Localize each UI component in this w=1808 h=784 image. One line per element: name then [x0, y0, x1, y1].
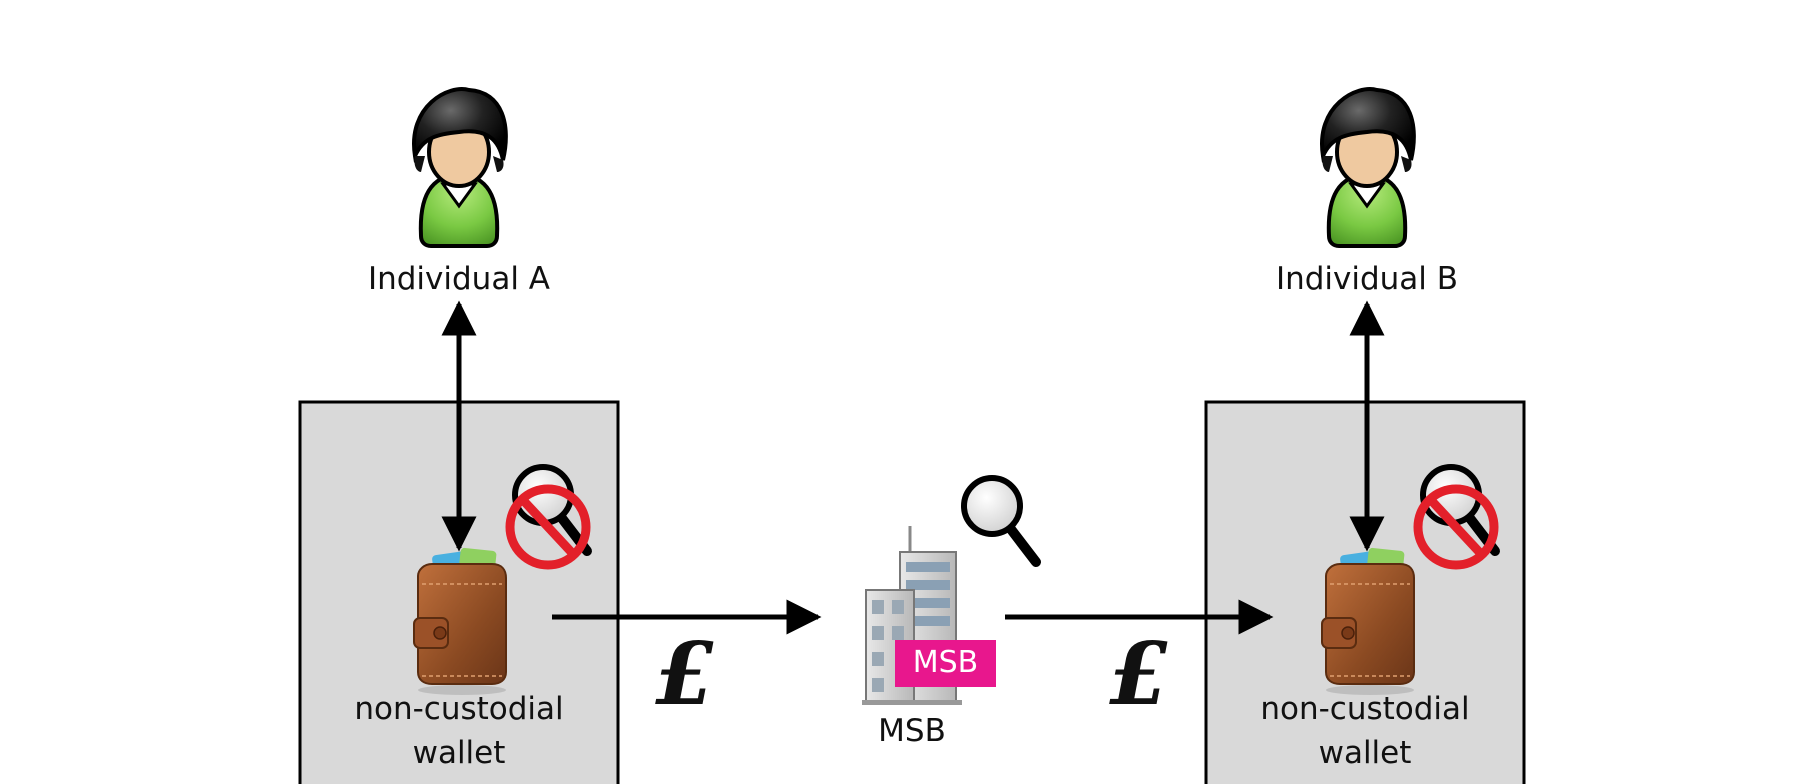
wallet-a-label-line1: non-custodial — [354, 691, 564, 727]
msb-badge-bg — [895, 640, 996, 687]
wallet-a-no-surveillance-icon — [505, 467, 587, 570]
transfer-1-currency: £ — [655, 624, 715, 725]
individual-b-person-icon — [1319, 87, 1416, 249]
wallet-b-icon — [1321, 546, 1415, 696]
msb-label: MSB — [878, 713, 946, 749]
individual-b-label: Individual B — [1275, 261, 1459, 297]
wallet-a-label-line2: wallet — [412, 735, 506, 771]
wallet-b-no-surveillance-icon — [1413, 467, 1495, 570]
wallet-b-label-line2: wallet — [1318, 735, 1412, 771]
individual-a-label: Individual A — [367, 261, 551, 297]
individual-a-person-icon — [411, 87, 508, 249]
wallet-b-label-line1: non-custodial — [1260, 691, 1470, 727]
transfer-2-currency: £ — [1109, 624, 1169, 725]
wallet-a-icon — [413, 546, 507, 696]
msb-badge: MSB — [912, 645, 979, 680]
msb-magnifying-glass-icon — [964, 478, 1036, 562]
